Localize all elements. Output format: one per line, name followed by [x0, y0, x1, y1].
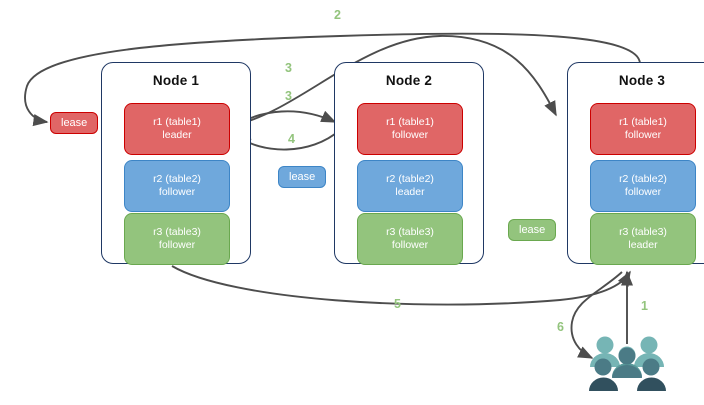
replica-role: leader [162, 129, 192, 141]
edge-label-step-4: 4 [288, 132, 295, 146]
edge-label-step-6: 6 [557, 320, 564, 334]
replica-name: r1 (table1) [386, 116, 434, 128]
replica-node1-r2[interactable]: r2 (table2) follower [124, 160, 230, 212]
replica-node3-r1[interactable]: r1 (table1) follower [590, 103, 696, 155]
replica-node3-r2[interactable]: r2 (table2) follower [590, 160, 696, 212]
replica-role: follower [624, 186, 662, 198]
edge-step-2 [24, 32, 641, 127]
replica-role: leader [395, 186, 425, 198]
replica-name: r1 (table1) [619, 116, 667, 128]
edge-label-step-3-upper: 3 [285, 61, 292, 75]
replica-role: follower [391, 239, 429, 251]
edge-label-step-3-lower: 3 [285, 89, 292, 103]
replica-role: follower [158, 186, 196, 198]
replica-node1-r1[interactable]: r1 (table1) leader [124, 103, 230, 155]
lease-badge-r2[interactable]: lease [278, 166, 327, 188]
replica-node2-r3[interactable]: r3 (table3) follower [357, 213, 463, 265]
replica-name: r2 (table2) [619, 173, 667, 185]
replica-node2-r2[interactable]: r2 (table2) leader [357, 160, 463, 212]
replica-node1-r3[interactable]: r3 (table3) follower [124, 213, 230, 265]
replica-role: follower [158, 239, 196, 251]
users-icon [589, 336, 666, 391]
replica-name: r3 (table3) [153, 226, 201, 238]
replica-role: follower [391, 129, 429, 141]
lease-badge-r3[interactable]: lease [508, 219, 557, 241]
edge-step-5 [171, 265, 631, 306]
replica-role: follower [624, 129, 662, 141]
node-title: Node 3 [618, 73, 666, 88]
node-title: Node 2 [385, 73, 433, 88]
edge-label-step-2: 2 [334, 8, 341, 22]
replica-name: r2 (table2) [153, 173, 201, 185]
replica-name: r1 (table1) [153, 116, 201, 128]
edge-label-step-1: 1 [641, 299, 648, 313]
replica-name: r3 (table3) [386, 226, 434, 238]
replica-node2-r1[interactable]: r1 (table1) follower [357, 103, 463, 155]
node-container-node3[interactable]: Node 3 r1 (table1) follower r2 (table2) … [567, 62, 704, 265]
edge-label-step-5: 5 [394, 297, 401, 311]
node-container-node1[interactable]: Node 1 r1 (table1) leader r2 (table2) fo… [101, 62, 251, 265]
replica-node3-r3[interactable]: r3 (table3) leader [590, 213, 696, 265]
edge-step-6 [570, 271, 623, 359]
replica-name: r3 (table3) [619, 226, 667, 238]
replica-role: leader [628, 239, 658, 251]
edge-step-3-upper [230, 35, 557, 127]
node-title: Node 1 [152, 73, 200, 88]
node-container-node2[interactable]: Node 2 r1 (table1) follower r2 (table2) … [334, 62, 484, 265]
replica-name: r2 (table2) [386, 173, 434, 185]
lease-badge-r1[interactable]: lease [50, 112, 99, 134]
